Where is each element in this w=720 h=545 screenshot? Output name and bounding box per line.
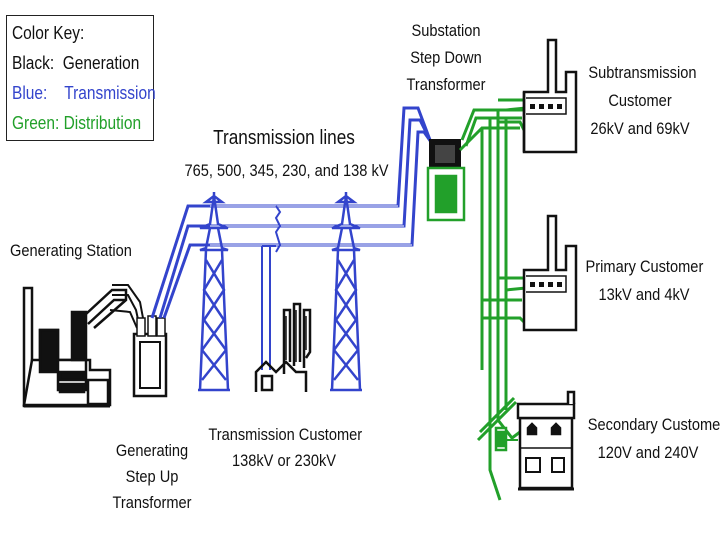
transmission-customer-factory-icon [254, 302, 312, 392]
transmission-customer-label-line2: 138kV or 230kV [231, 451, 337, 470]
transmission-lines-title: Transmission lines [213, 127, 355, 149]
generation-leads [109, 284, 144, 329]
secondary-customer-label-line2: 120V and 240V [597, 443, 699, 462]
step-up-transformer-icon [132, 315, 168, 398]
distribution-pole-transformer-icon [494, 426, 508, 452]
subtransmission-label-line3: 26kV and 69kV [590, 119, 690, 138]
substation-tank-icon [426, 166, 466, 222]
transmission-tower-right-icon [330, 192, 362, 392]
transmission-customer-label-line1: Transmission Customer [208, 425, 363, 444]
transmission-voltages-label: 765, 500, 345, 230, and 138 kV [184, 161, 389, 180]
legend-item-distribution: Green: Distribution [12, 113, 142, 133]
legend-title: Color Key: [12, 23, 85, 43]
legend-item-generation: Black: Generation [12, 53, 140, 73]
primary-customer-label-line2: 13kV and 4kV [598, 285, 690, 304]
subtransmission-customer-building-icon [522, 38, 578, 154]
transmission-tower-left-icon [198, 192, 230, 392]
subtransmission-label-line1: Subtransmission [588, 63, 697, 82]
step-up-label-line3: Transformer [112, 493, 192, 512]
primary-customer-building-icon [522, 214, 578, 332]
primary-customer-label-line1: Primary Customer [585, 257, 704, 276]
color-key-legend: Color Key: Black: Generation Blue: Trans… [6, 15, 156, 141]
secondary-customer-house-icon [516, 390, 576, 491]
transmission-line-highlights [210, 205, 412, 246]
step-up-label-line2: Step Up [125, 467, 179, 486]
substation-label-line3: Transformer [406, 75, 486, 94]
substation-label-line2: Step Down [410, 48, 482, 67]
substation-transformer-icon [429, 139, 461, 169]
transmission-customer-tap [261, 205, 282, 370]
step-up-label-line1: Generating [115, 441, 189, 460]
generating-station-label: Generating Station [10, 241, 132, 260]
generating-station-icon [22, 286, 128, 408]
secondary-customer-label-line1: Secondary Customer [587, 415, 720, 434]
substation-label-line1: Substation [411, 21, 481, 40]
legend-item-transmission: Blue: Transmission [12, 83, 156, 103]
distribution-lines [458, 98, 528, 501]
subtransmission-label-line2: Customer [608, 91, 672, 110]
